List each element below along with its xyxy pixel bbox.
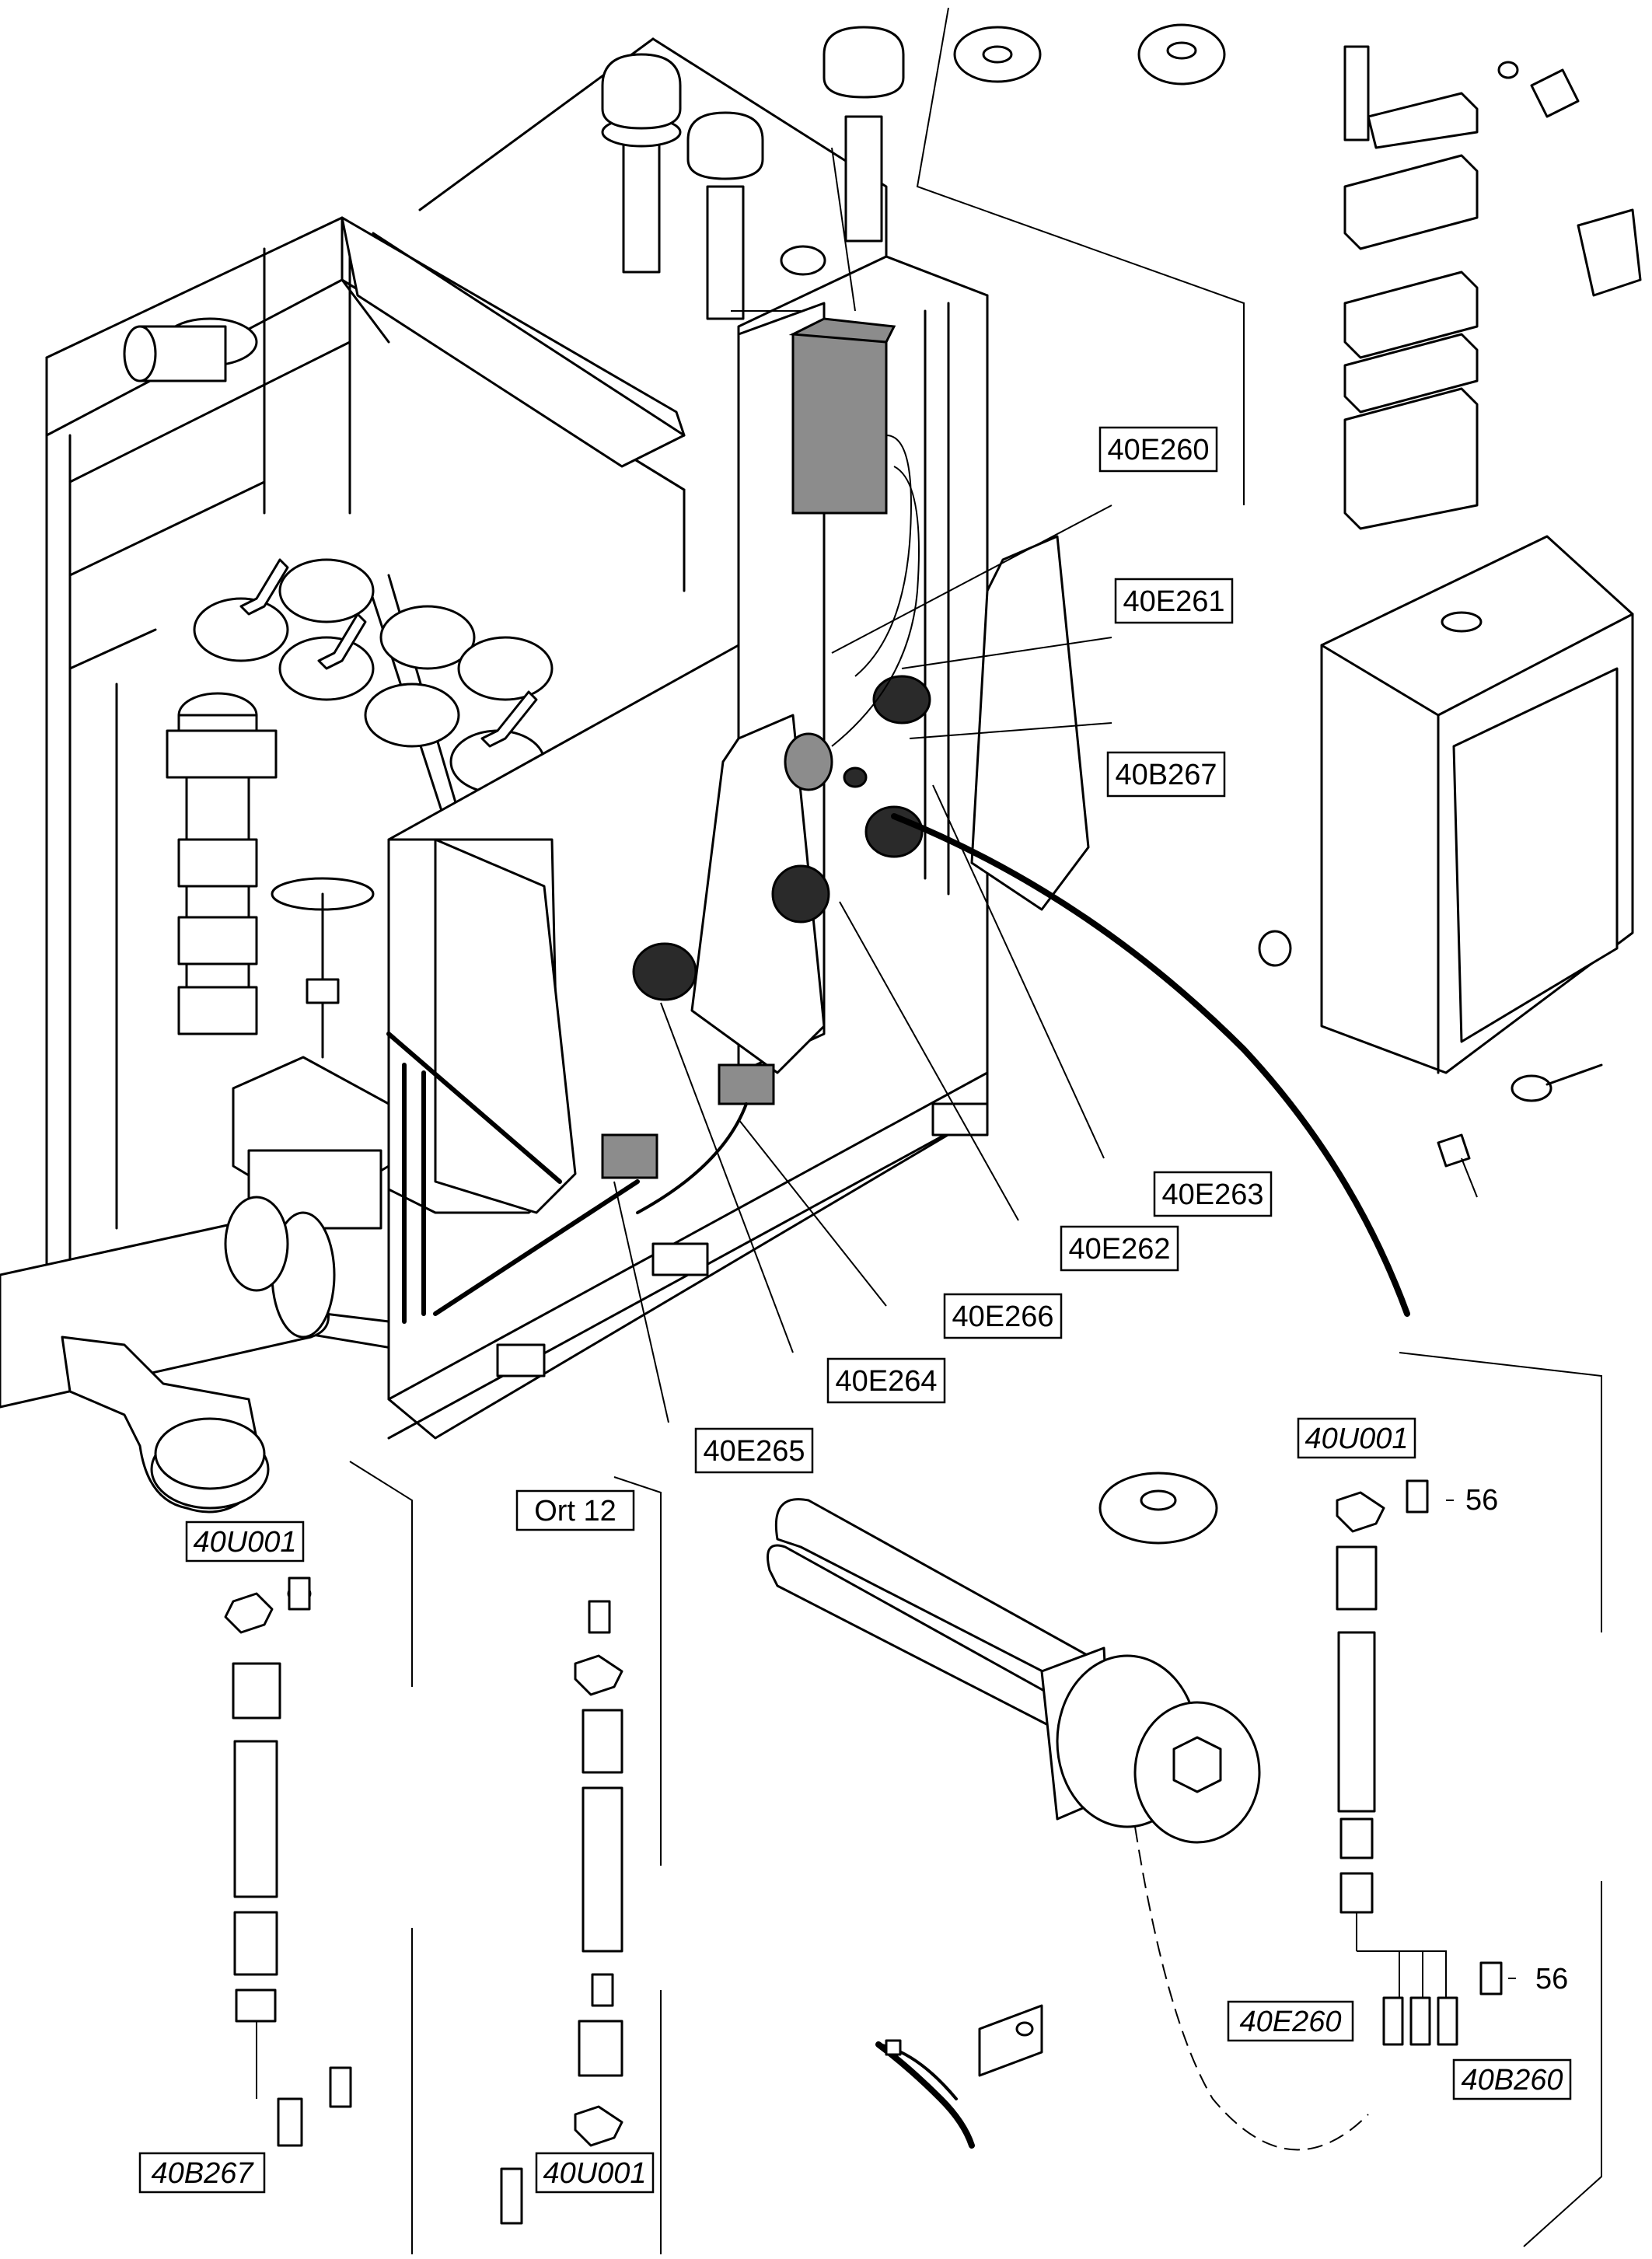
- label-40e260-top: 40E260: [1098, 426, 1218, 473]
- left-pump-column: [0, 692, 390, 1514]
- label-40e261-text: 40E261: [1123, 585, 1224, 618]
- label-40u001-left: 40U001: [185, 1521, 305, 1562]
- label-40e264: 40E264: [826, 1357, 946, 1404]
- heating-element: [767, 1472, 1369, 2151]
- cable-glands: [601, 675, 931, 1179]
- right-cabinet-wall: [387, 255, 1090, 1440]
- label-ort12: Ort 12: [515, 1489, 635, 1531]
- label-40u001-left-text: 40U001: [193, 1526, 296, 1559]
- label-40b260-text: 40B260: [1461, 2064, 1563, 2097]
- label-40e266-text: 40E266: [952, 1301, 1053, 1333]
- top-right-parts: [916, 7, 1642, 1198]
- label-40e262-text: 40E262: [1068, 1233, 1170, 1266]
- label-40e262: 40E262: [1060, 1225, 1179, 1272]
- label-40e265: 40E265: [694, 1427, 814, 1474]
- label-ort12-text: Ort 12: [534, 1495, 616, 1528]
- label-40e260-bottom: 40E260: [1227, 2000, 1354, 2042]
- label-40e260-bottom-text: 40E260: [1239, 2006, 1341, 2038]
- top-pipes: [601, 26, 905, 320]
- label-40e263: 40E263: [1153, 1171, 1273, 1217]
- label-40u001-mid-text: 40U001: [543, 2157, 646, 2190]
- pump-motor: [123, 317, 258, 382]
- label-40u001-right: 40U001: [1297, 1417, 1416, 1459]
- label-40e264-text: 40E264: [835, 1365, 937, 1398]
- label-40b267-top-text: 40B267: [1115, 759, 1217, 791]
- label-40b267-top: 40B267: [1106, 751, 1226, 798]
- label-40u001-right-text: 40U001: [1304, 1423, 1408, 1455]
- bottom-right-assembly: [1336, 1352, 1602, 2247]
- label-40e263-text: 40E263: [1161, 1178, 1263, 1211]
- label-40u001-mid: 40U001: [535, 2152, 655, 2194]
- label-40e265-text: 40E265: [703, 1435, 805, 1468]
- label-40b267-bottom-text: 40B267: [151, 2157, 254, 2190]
- cables: [386, 435, 1410, 1324]
- bottom-left-assembly: [224, 1461, 413, 2254]
- label-40e266: 40E266: [943, 1293, 1063, 1339]
- item-number-56-top: 56: [1465, 1484, 1498, 1517]
- leader-lines: [613, 147, 1112, 1423]
- label-40b260: 40B260: [1452, 2058, 1572, 2100]
- label-40e260-top-text: 40E260: [1107, 434, 1209, 466]
- bottom-middle-assembly: [500, 1476, 662, 2254]
- label-40b267-bottom: 40B267: [138, 2152, 266, 2194]
- item-number-56-bottom: 56: [1535, 1963, 1568, 1995]
- label-40e261: 40E261: [1114, 578, 1234, 624]
